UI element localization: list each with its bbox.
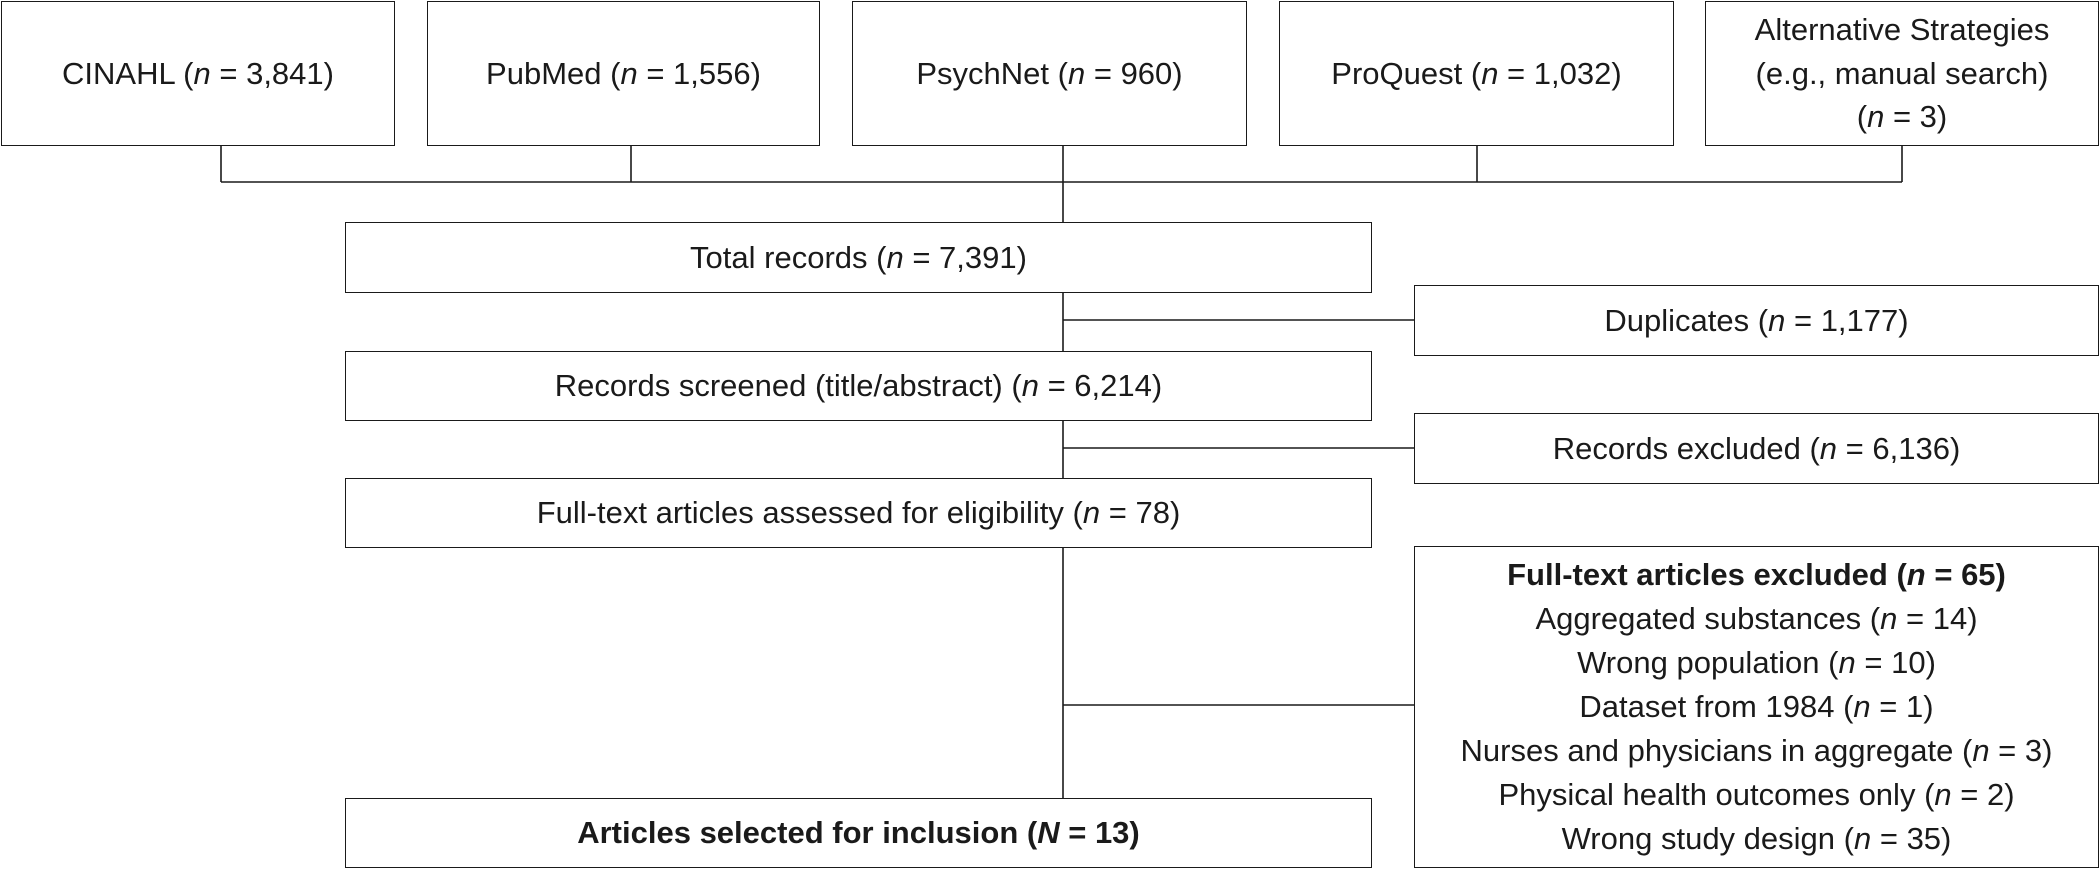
records-screened-box: Records screened (title/abstract) (n = 6… [345, 351, 1372, 421]
exclusion-reason: Wrong population (n = 10) [1577, 644, 1936, 680]
source-box-proquest: ProQuest (n = 1,032) [1279, 1, 1674, 146]
articles-included-box: Articles selected for inclusion (N = 13) [345, 798, 1372, 868]
duplicates-box: Duplicates (n = 1,177) [1414, 285, 2099, 356]
exclusion-reason: Dataset from 1984 (n = 1) [1579, 688, 1934, 724]
source-box-psychnet: PsychNet (n = 960) [852, 1, 1247, 146]
source-box-alternative: Alternative Strategies (e.g., manual sea… [1705, 1, 2099, 146]
exclusion-reason: Physical health outcomes only (n = 2) [1498, 777, 2015, 813]
total-records-box: Total records (n = 7,391) [345, 222, 1372, 293]
exclusion-reason: Wrong study design (n = 35) [1561, 821, 1952, 857]
records-excluded-box: Records excluded (n = 6,136) [1414, 413, 2099, 484]
fulltext-excluded-box: Full-text articles excluded (n = 65) Agg… [1414, 546, 2099, 868]
source-box-cinahl: CINAHL (n = 3,841) [1, 1, 395, 146]
fulltext-excluded-title: Full-text articles excluded (n = 65) [1507, 556, 2006, 592]
exclusion-reason: Aggregated substances (n = 14) [1535, 600, 1978, 636]
exclusion-reason: Nurses and physicians in aggregate (n = … [1460, 733, 2053, 768]
fulltext-assessed-box: Full-text articles assessed for eligibil… [345, 478, 1372, 548]
source-box-pubmed: PubMed (n = 1,556) [427, 1, 820, 146]
